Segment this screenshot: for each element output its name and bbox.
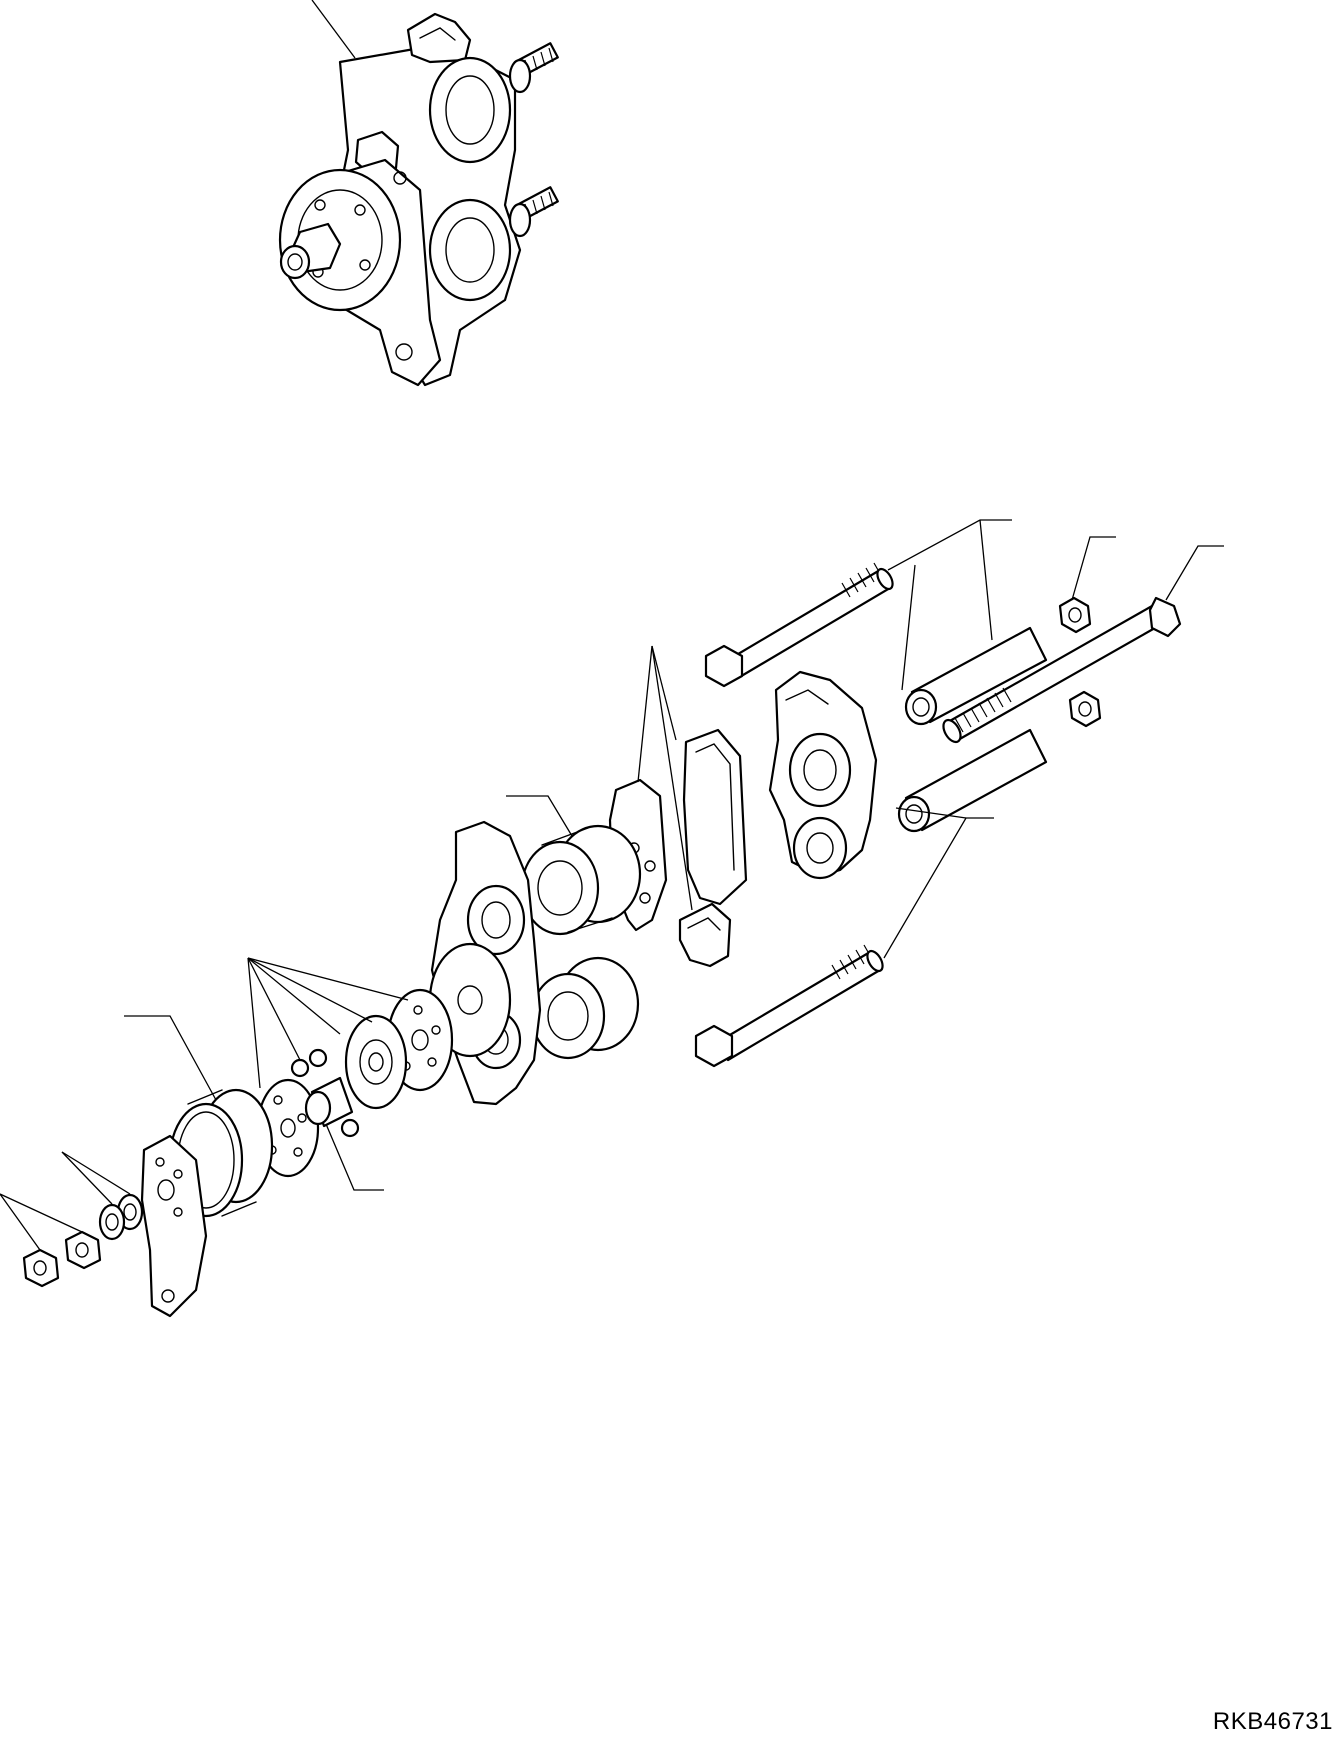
steel-ball-2: [308, 1048, 328, 1068]
nut-left-2: [22, 1248, 60, 1288]
brake-pad-outer: [682, 728, 748, 906]
assembled-caliper-illustration: [278, 0, 559, 387]
caliper-housing-right: [768, 670, 878, 880]
sleeve-lower: [897, 728, 1048, 833]
steel-ball-3: [340, 1118, 360, 1138]
washer-2: [98, 1203, 126, 1241]
steel-ball-1: [290, 1058, 310, 1078]
long-bolt-upper: [704, 562, 894, 688]
long-rod-right: [942, 596, 1182, 744]
long-bolt-lower: [694, 944, 884, 1068]
drawing-reference-code: RKB46731: [1212, 1708, 1333, 1735]
lever-plate: [140, 1134, 208, 1318]
leader-line-assembly: [311, 0, 356, 59]
nut-upper-right: [1058, 596, 1092, 634]
sleeve-upper: [904, 626, 1048, 726]
piston-lower: [530, 956, 640, 1060]
pad-clip: [678, 902, 732, 968]
leader-lines: [0, 519, 1224, 1251]
piston-upper: [520, 824, 642, 936]
nut-left-1: [64, 1230, 102, 1270]
nut-lower-right: [1068, 690, 1102, 728]
friction-disc-middle: [344, 1014, 408, 1110]
bushing: [304, 1076, 354, 1128]
